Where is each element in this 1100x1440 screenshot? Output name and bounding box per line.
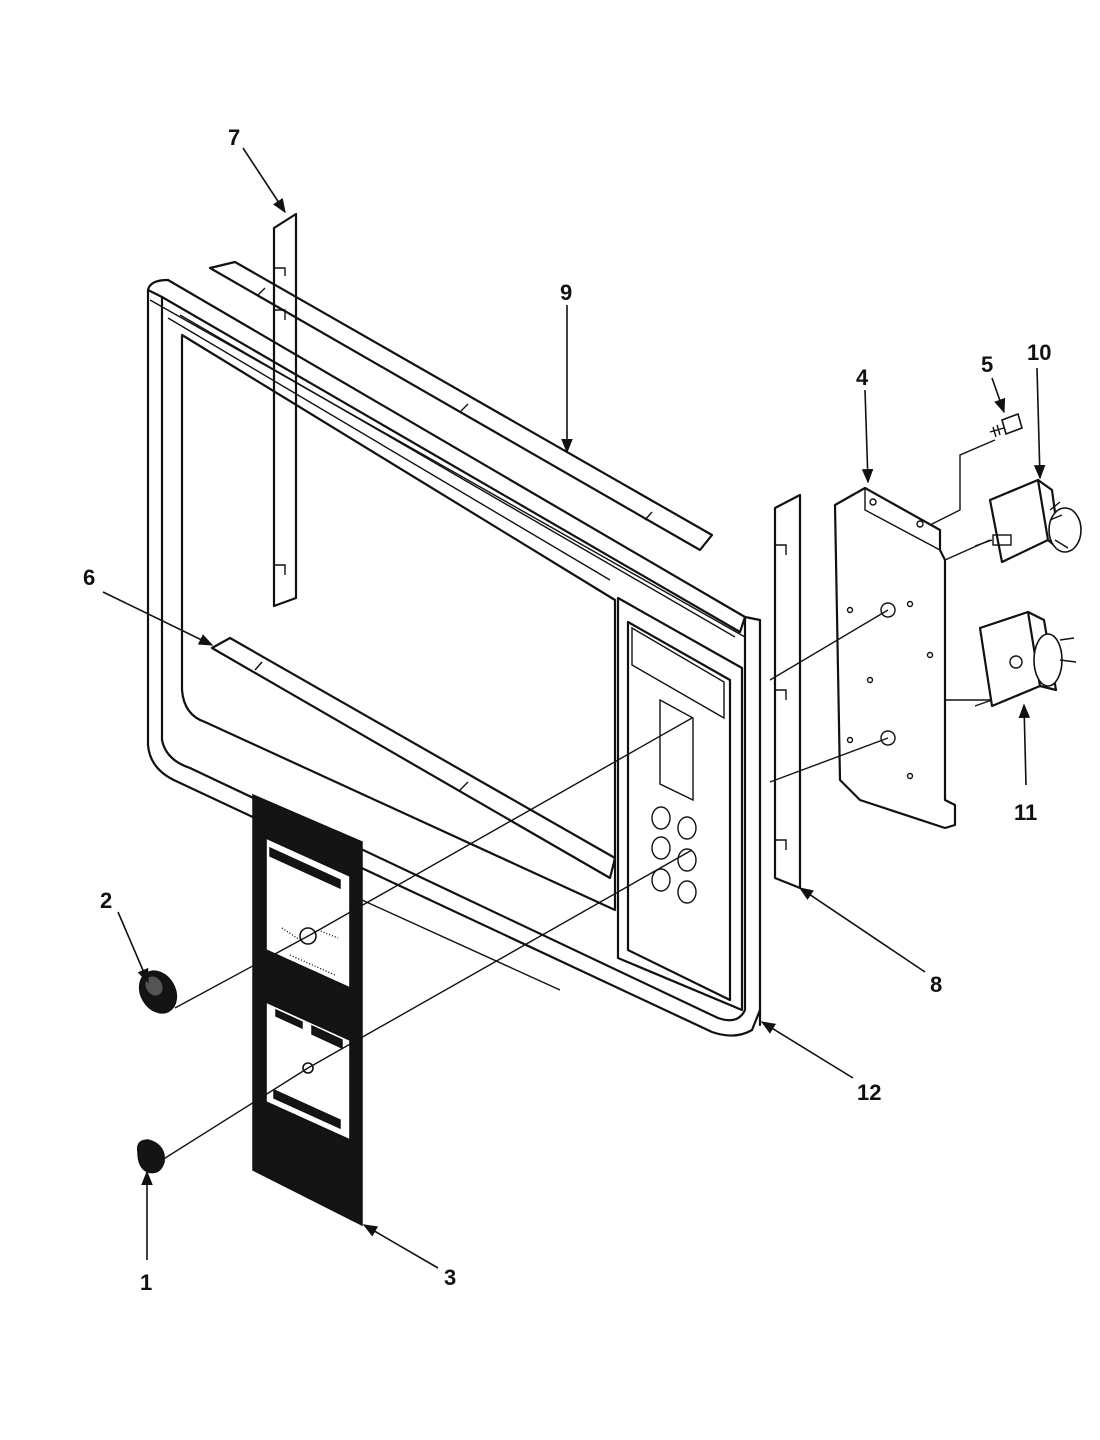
callout-7: 7 — [228, 125, 240, 150]
callout-5: 5 — [981, 352, 993, 377]
callout-2: 2 — [100, 888, 112, 913]
callout-8: 8 — [930, 972, 942, 997]
part-control-overlay-panel — [252, 793, 363, 1227]
callout-9: 9 — [560, 280, 572, 305]
part-lower-timer — [974, 610, 1077, 708]
part-right-vertical-bracket — [773, 493, 802, 890]
part-upper-knob — [138, 970, 178, 1014]
part-mounting-plate — [833, 486, 957, 830]
part-upper-timer — [974, 478, 1082, 564]
callout-10: 10 — [1027, 340, 1051, 365]
callout-4: 4 — [856, 365, 869, 390]
part-lower-knob — [136, 1139, 165, 1174]
callout-6: 6 — [83, 565, 95, 590]
callout-11: 11 — [1014, 800, 1037, 825]
callout-12: 12 — [857, 1080, 881, 1105]
leader-lines — [102, 147, 1046, 1269]
part-front-frame — [146, 278, 762, 1037]
callout-labels: 7 9 6 4 5 10 11 8 12 2 1 3 — [83, 125, 1051, 1295]
part-screw — [989, 412, 1023, 438]
callout-3: 3 — [444, 1265, 456, 1290]
part-top-strip — [208, 260, 714, 552]
part-lower-strip — [210, 636, 617, 880]
assembly-lines — [161, 439, 996, 1161]
callout-1: 1 — [140, 1270, 152, 1295]
part-left-vertical-bracket — [272, 212, 298, 608]
